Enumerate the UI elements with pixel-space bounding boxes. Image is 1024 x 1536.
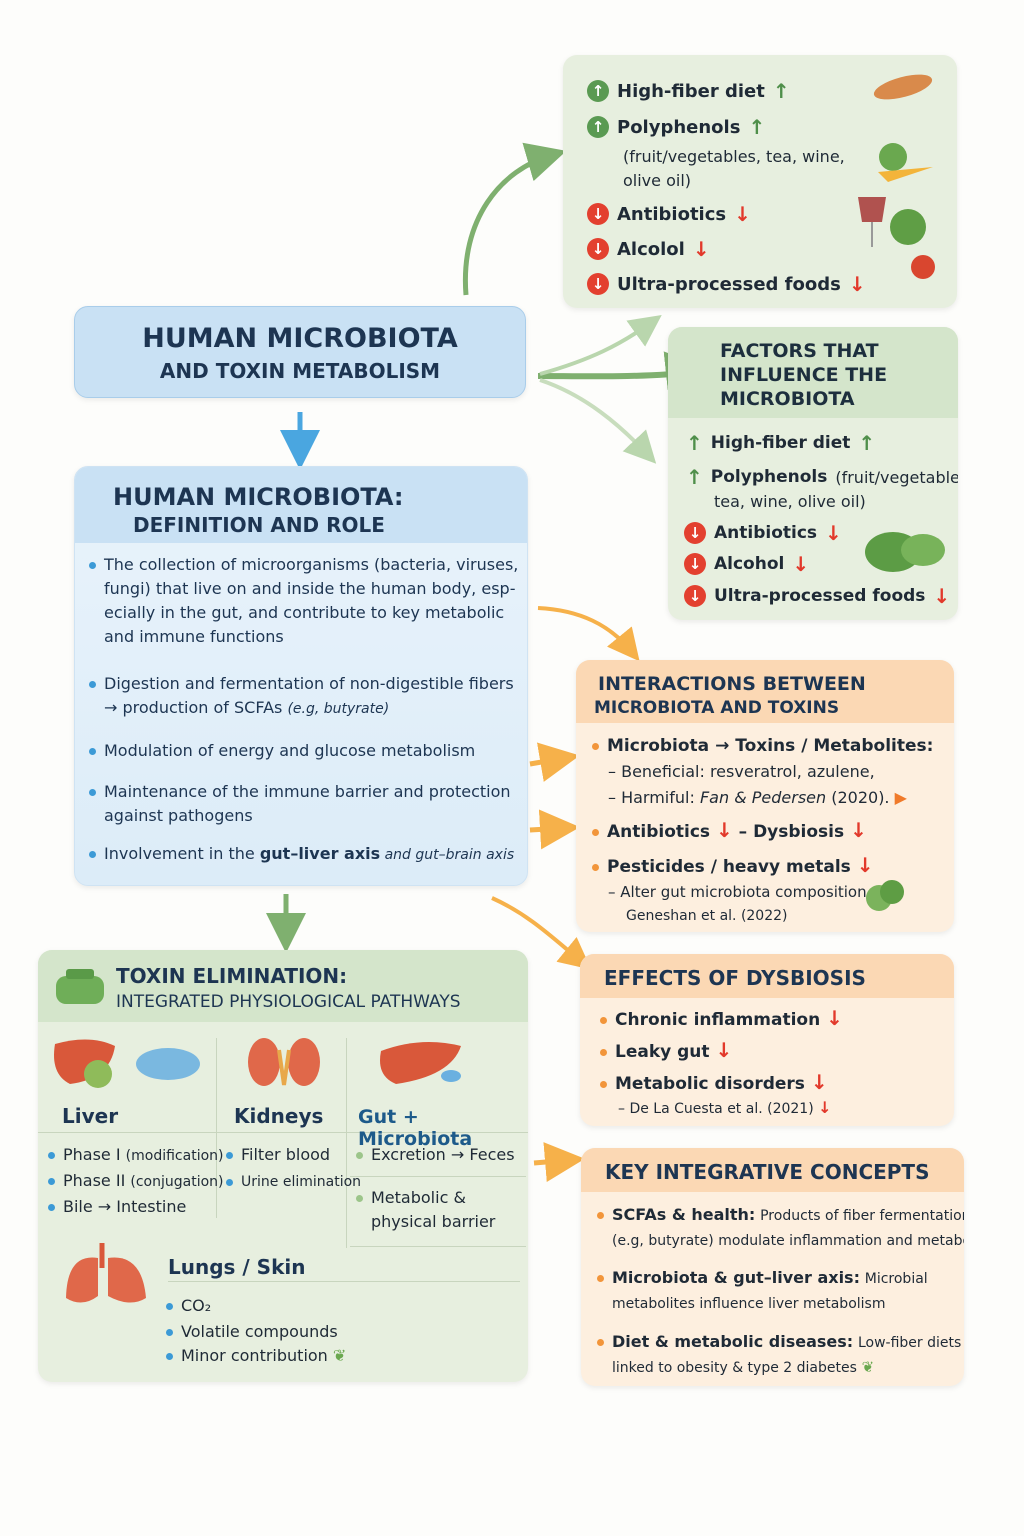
arrow-down-circle-icon: ↓ <box>684 585 706 607</box>
arrow-up-icon: ↑ <box>772 79 790 103</box>
digestion-bullet: Digestion and fermentation of non-digest… <box>89 672 514 721</box>
interactions-panel: INTERACTIONS BETWEEN MICROBIOTA AND TOXI… <box>576 660 954 932</box>
arrow-down-icon: ↓ <box>848 272 866 296</box>
lungs-icon <box>66 1243 146 1303</box>
arrow-down-circle-icon: ↓ <box>684 522 706 544</box>
arrow-up-circle-icon: ↑ <box>587 116 609 138</box>
arrow-down-circle-icon: ↓ <box>684 553 706 575</box>
arrow-down-icon: ↓ <box>734 202 751 226</box>
leaf-icon: ❦ <box>332 1346 347 1365</box>
immune-bullet: Maintenance of the immune barrier and pr… <box>89 780 511 828</box>
main-title-box: HUMAN MICROBIOTA AND TOXIN METABOLISM <box>74 306 526 398</box>
elimination-panel: TOXIN ELIMINATION: INTEGRATED PHYSIOLOGI… <box>38 950 528 1382</box>
kidneys-icon <box>248 1038 320 1086</box>
arrow-down-icon: ↓ <box>792 552 810 576</box>
gut-organ-icon <box>56 969 104 1004</box>
arrow-down-icon: ↓ <box>692 237 710 261</box>
arrow-down-circle-icon: ↓ <box>587 273 609 295</box>
definition-panel: HUMAN MICROBIOTA: DEFINITION AND ROLE Th… <box>74 466 528 886</box>
gut-liver-icon <box>380 1042 461 1084</box>
definition-bullet: The collection of microorganisms (bacter… <box>89 553 518 649</box>
play-marker-icon: ▶ <box>894 788 907 807</box>
vegetables-icon <box>865 532 945 572</box>
broccoli-icon <box>866 880 904 911</box>
top-factors-panel: ↑High-fiber diet↑ ↑Polyphenols↑ (fruit/v… <box>563 55 957 308</box>
arrow-up-icon: ↑ <box>686 465 703 489</box>
energy-bullet: Modulation of energy and glucose metabol… <box>89 739 475 763</box>
food-illustration-icon <box>858 74 935 279</box>
arrow-down-icon: ↓ <box>933 584 951 608</box>
dysbiosis-panel: EFFECTS OF DYSBIOSIS Chronic inflammatio… <box>580 954 954 1126</box>
arrow-down-icon: ↓ <box>825 521 842 545</box>
liver-icon <box>54 1039 200 1088</box>
arrow-down-circle-icon: ↓ <box>587 238 609 260</box>
leaf-icon: ❦ <box>861 1358 875 1376</box>
arrow-up-icon: ↑ <box>686 431 703 455</box>
arrow-down-icon: ↓ <box>856 853 874 877</box>
arrow-up-icon: ↑ <box>858 431 876 455</box>
axis-bullet: Involvement in the gut–liver axis and gu… <box>89 842 514 867</box>
arrow-down-circle-icon: ↓ <box>587 203 609 225</box>
arrow-up-icon: ↑ <box>748 115 766 139</box>
arrow-up-circle-icon: ↑ <box>587 80 609 102</box>
concepts-panel: KEY INTEGRATIVE CONCEPTS SCFAs & health:… <box>581 1148 964 1386</box>
